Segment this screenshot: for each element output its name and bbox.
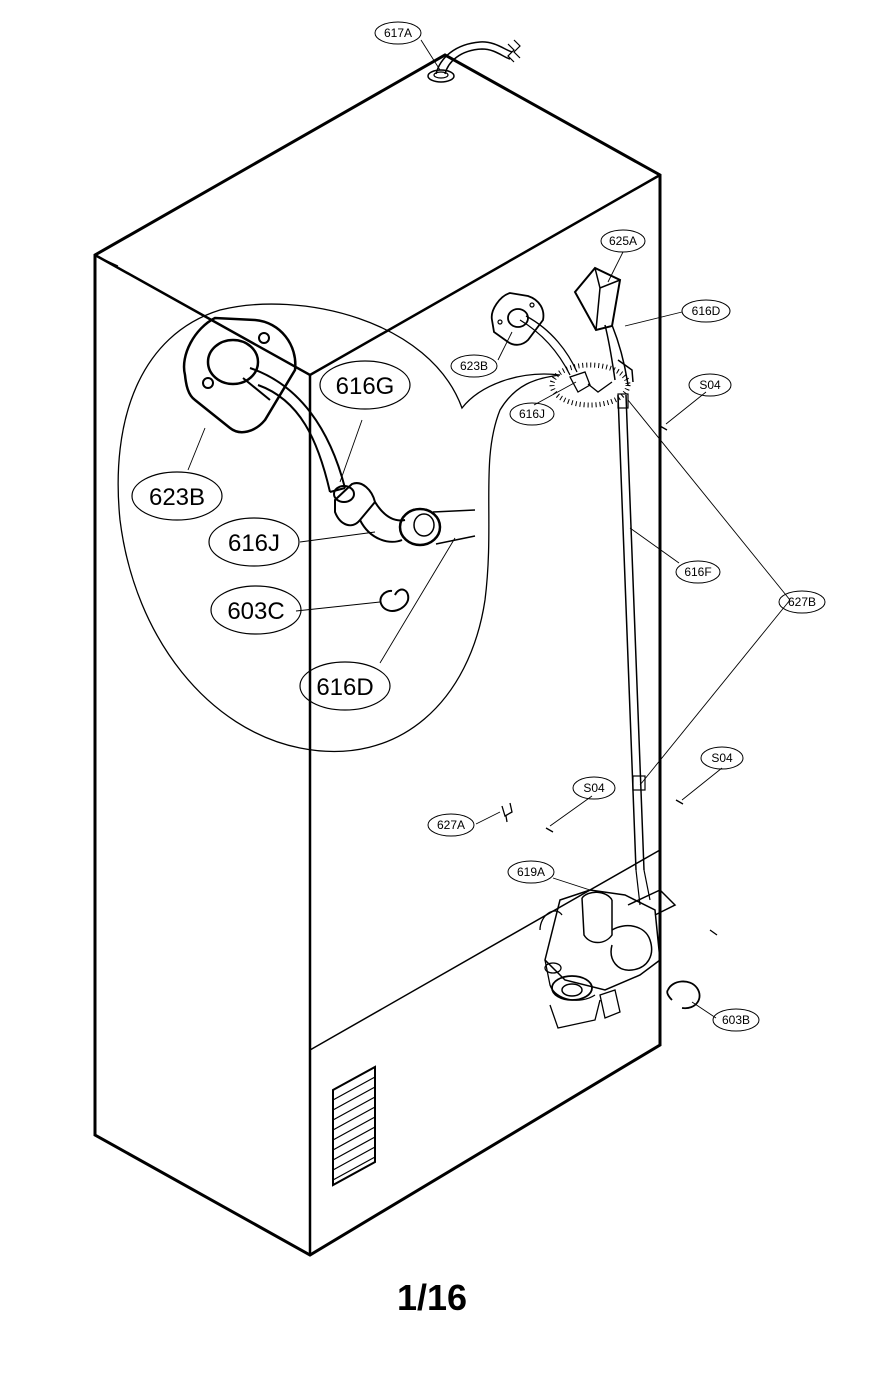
clip-627a [501,802,513,823]
svg-text:S04: S04 [583,781,605,795]
svg-text:616F: 616F [684,565,711,579]
callout-616j-large: 616J [208,517,300,567]
svg-text:S04: S04 [711,751,733,765]
svg-text:627B: 627B [788,595,816,609]
callout-616d-large: 616D [299,661,391,711]
svg-text:616G: 616G [336,373,395,400]
callout-603b: 603B [712,1008,760,1032]
callout-s04-top: S04 [688,373,732,397]
tube-616f [617,393,646,871]
callout-616g-large: 616G [319,360,411,410]
water-inlet-tube [427,39,521,83]
svg-text:619A: 619A [517,865,545,879]
part-625a [573,266,634,386]
refrigerator-cabinet [93,53,662,1257]
large-leader-lines [187,419,456,664]
svg-text:616J: 616J [228,530,280,557]
leader-lines [420,39,791,1019]
bracket-623b-small [490,292,613,393]
callout-623b-small: 623B [450,354,498,378]
svg-text:623B: 623B [149,484,205,511]
screws [545,425,718,936]
callout-625a: 625A [600,229,646,253]
bracket-623b-large [182,316,297,434]
callout-616f: 616F [675,560,721,584]
page-indicator: 1/16 [397,1277,467,1318]
callout-616j-small: 616J [509,402,555,426]
svg-text:623B: 623B [460,359,488,373]
svg-text:616J: 616J [519,407,545,421]
water-valve-619a [539,869,677,1029]
callout-616d-small: 616D [681,299,731,323]
svg-text:603C: 603C [227,598,284,625]
tube-assembly-large [249,367,476,547]
callout-s04-mid: S04 [572,776,616,800]
callout-627a: 627A [427,813,475,837]
clip-603b [666,980,701,1010]
callout-617a: 617A [374,21,422,45]
callout-623b-large: 623B [131,471,223,521]
clip-603c-large [379,588,410,612]
svg-text:616D: 616D [316,674,373,701]
svg-text:625A: 625A [609,234,637,248]
callout-603c-large: 603C [210,585,302,635]
vent-grille [332,1065,376,1187]
callout-619a: 619A [507,860,555,884]
svg-text:603B: 603B [722,1013,750,1027]
svg-text:S04: S04 [699,378,721,392]
svg-text:617A: 617A [384,26,412,40]
callout-627b: 627B [778,590,826,614]
callout-s04-right: S04 [700,746,744,770]
svg-text:627A: 627A [437,818,465,832]
svg-text:616D: 616D [692,304,721,318]
